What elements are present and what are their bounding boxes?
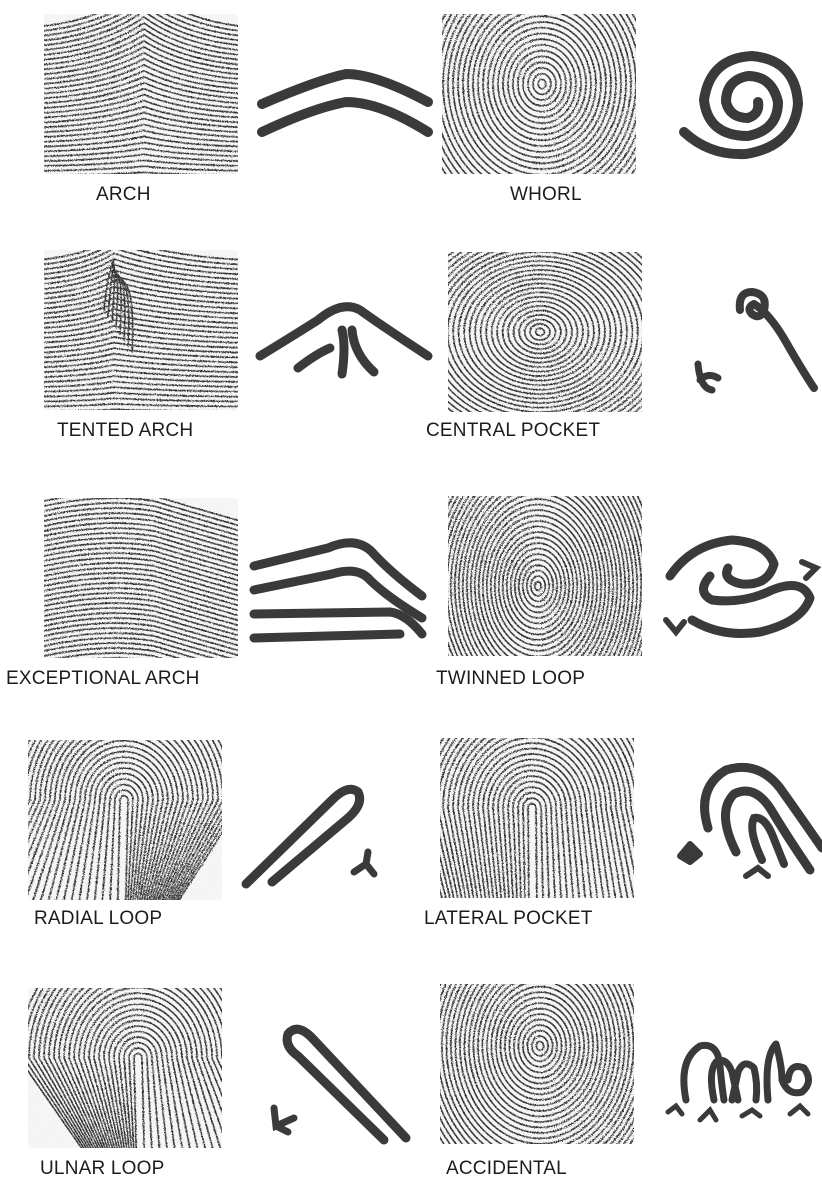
central-pocket-print-icon [448,252,642,412]
pattern-label: EXCEPTIONAL ARCH [6,668,200,690]
whorl-schematic-icon [676,48,816,166]
pattern-label: ACCIDENTAL [446,1158,567,1180]
pattern-label: WHORL [510,184,582,206]
pattern-label: CENTRAL POCKET [426,420,600,442]
lateral-pocket-schematic-icon [676,752,822,888]
lateral-pocket-print-icon [440,738,634,898]
pattern-label: TWINNED LOOP [436,668,585,690]
exceptional-arch-schematic-icon [250,526,428,646]
radial-loop-print-icon [28,740,222,900]
accidental-print-icon [440,984,634,1144]
arch-print-icon [44,14,238,174]
ulnar-loop-schematic-icon [266,1016,412,1144]
tented-arch-print-icon [44,250,238,410]
pattern-label: TENTED ARCH [57,420,193,442]
central-pocket-schematic-icon [690,284,820,404]
radial-loop-schematic-icon [242,774,392,894]
exceptional-arch-print-icon [44,498,238,658]
twinned-loop-schematic-icon [662,528,820,644]
ulnar-loop-print-icon [28,988,222,1148]
whorl-print-icon [442,14,636,174]
accidental-schematic-icon [664,1036,816,1126]
arch-schematic-icon [258,62,433,142]
pattern-label: RADIAL LOOP [34,908,162,930]
twinned-loop-print-icon [448,496,642,656]
pattern-label: ULNAR LOOP [40,1158,164,1180]
pattern-label: LATERAL POCKET [424,908,593,930]
pattern-label: ARCH [96,184,151,206]
tented-arch-schematic-icon [256,292,434,384]
